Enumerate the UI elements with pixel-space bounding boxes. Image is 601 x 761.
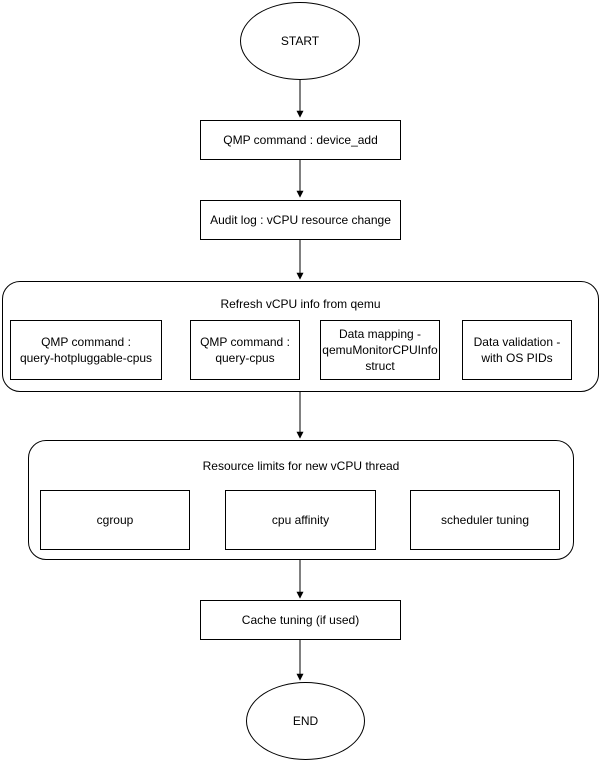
cgroup-node: cgroup <box>40 490 190 550</box>
scheduler-tuning-node: scheduler tuning <box>410 490 560 550</box>
start-label: START <box>280 34 320 48</box>
hotpluggable-cpus-label: QMP command : query-hotpluggable-cpus <box>19 335 153 365</box>
audit-log-label: Audit log : vCPU resource change <box>210 213 391 227</box>
data-mapping-label: Data mapping - qemuMonitorCPUInfo struct <box>322 327 438 373</box>
cpu-affinity-node: cpu affinity <box>225 490 376 550</box>
audit-log-node: Audit log : vCPU resource change <box>200 200 401 240</box>
end-label: END <box>292 714 319 728</box>
cgroup-label: cgroup <box>96 513 134 527</box>
device-add-label: QMP command : device_add <box>223 133 378 147</box>
limits-group-title: Resource limits for new vCPU thread <box>202 459 400 473</box>
data-validation-label: Data validation - with OS PIDs <box>473 335 561 365</box>
cpu-affinity-label: cpu affinity <box>271 513 330 527</box>
cache-tuning-node: Cache tuning (if used) <box>200 600 401 640</box>
hotpluggable-cpus-node: QMP command : query-hotpluggable-cpus <box>10 320 162 380</box>
query-cpus-node: QMP command : query-cpus <box>190 320 300 380</box>
data-validation-node: Data validation - with OS PIDs <box>462 320 572 380</box>
data-mapping-node: Data mapping - qemuMonitorCPUInfo struct <box>320 320 440 380</box>
start-node: START <box>240 2 360 80</box>
scheduler-tuning-label: scheduler tuning <box>440 513 530 527</box>
query-cpus-label: QMP command : query-cpus <box>200 335 290 365</box>
end-node: END <box>246 682 365 760</box>
refresh-group-title: Refresh vCPU info from qemu <box>220 297 381 311</box>
device-add-node: QMP command : device_add <box>200 120 401 160</box>
cache-tuning-label: Cache tuning (if used) <box>241 613 360 627</box>
